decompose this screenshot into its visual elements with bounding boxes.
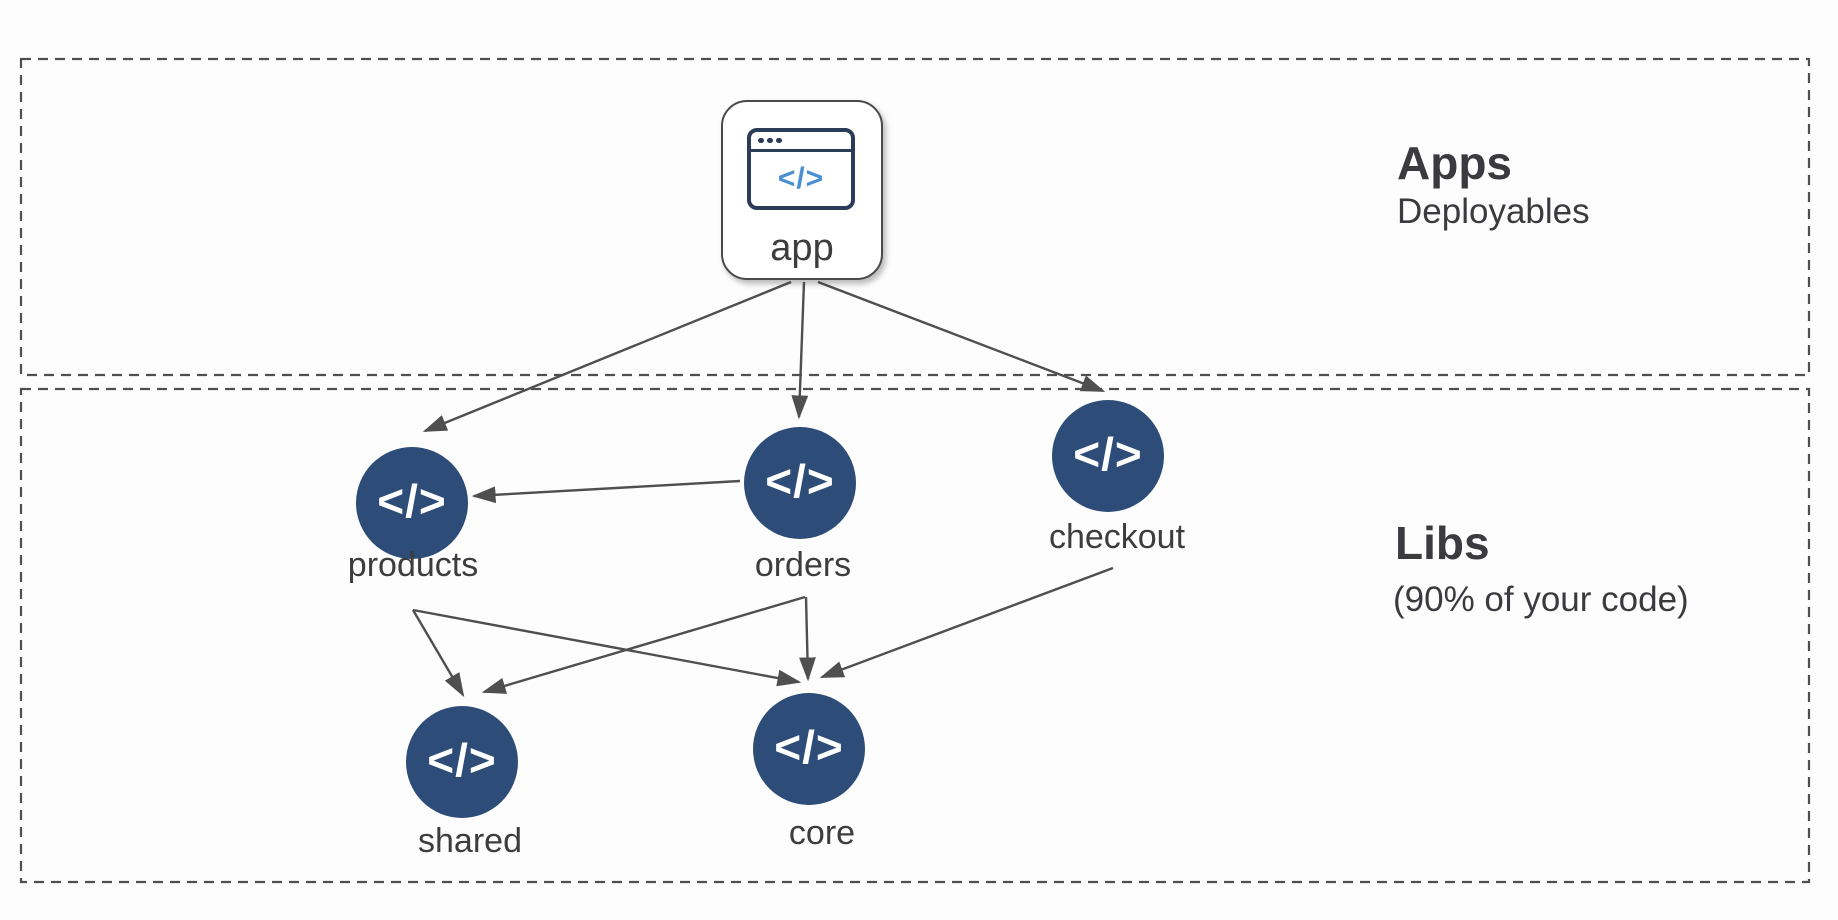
node-shared: </>: [406, 706, 518, 818]
code-icon: </>: [777, 161, 825, 195]
node-app: </> app: [721, 100, 883, 280]
node-label-orders: orders: [754, 546, 852, 584]
libs-group-title: Libs: [1395, 517, 1490, 569]
edge-app-orders: [791, 281, 809, 420]
libs-group-border: [19, 387, 1811, 884]
apps-group-subtitle: Deployables: [1397, 192, 1590, 231]
browser-titlebar: [751, 132, 851, 152]
browser-content: </>: [751, 152, 851, 205]
node-label-checkout: checkout: [1048, 518, 1186, 556]
edge-app-products: [422, 280, 792, 433]
edge-orders-products: [471, 479, 741, 504]
node-checkout: </>: [1052, 400, 1164, 512]
code-icon: </>: [774, 721, 844, 773]
code-icon: </>: [427, 734, 497, 786]
apps-group-title: Apps: [1397, 137, 1512, 189]
edge-products-shared: [411, 609, 465, 698]
node-orders: </>: [744, 427, 856, 539]
node-label-app: app: [770, 227, 834, 269]
code-icon: </>: [377, 475, 447, 527]
libs-group-subtitle: (90% of your code): [1393, 580, 1689, 619]
node-label-products: products: [347, 546, 479, 584]
window-dot-icon: [758, 137, 764, 144]
node-core: </>: [753, 693, 865, 805]
edge-app-checkout: [817, 280, 1106, 393]
window-dot-icon: [767, 137, 773, 144]
dependency-arrows: [411, 280, 1114, 698]
apps-group-border: [19, 57, 1811, 377]
edge-products-core: [412, 608, 802, 687]
code-icon: </>: [1073, 428, 1143, 480]
node-products: </>: [356, 447, 468, 559]
window-dot-icon: [776, 137, 782, 144]
edge-orders-core: [799, 596, 816, 682]
code-icon: </>: [765, 455, 835, 507]
browser-code-icon: </>: [747, 128, 855, 210]
edge-checkout-core: [819, 566, 1114, 679]
node-label-core: core: [788, 814, 856, 852]
edge-orders-shared: [481, 595, 806, 694]
node-label-shared: shared: [418, 822, 522, 860]
